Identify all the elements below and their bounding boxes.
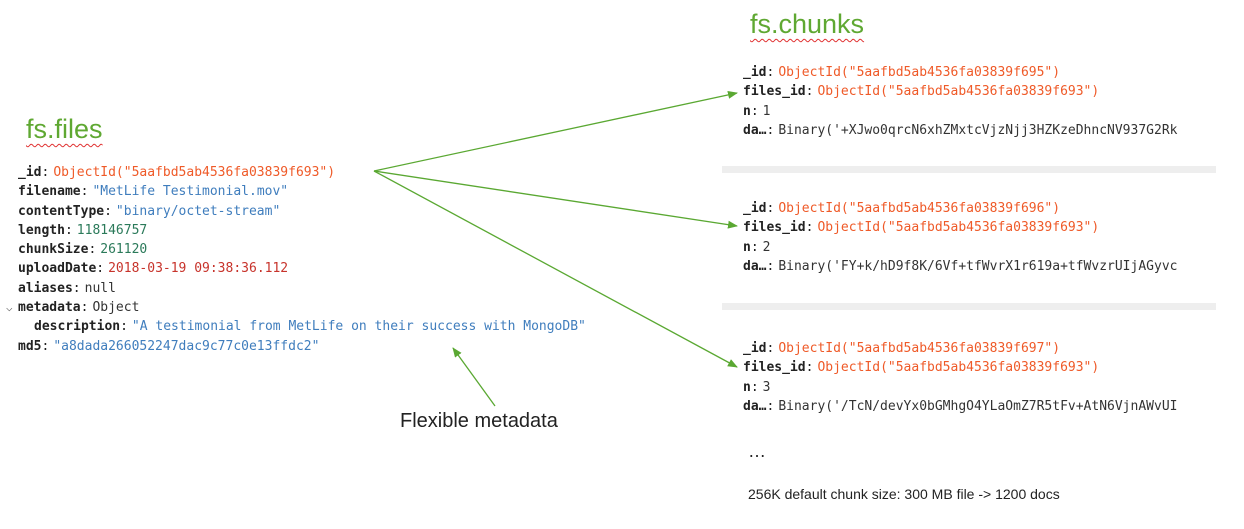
field-n: n:3: [743, 379, 771, 395]
arrow-to-chunk-3: [373, 170, 738, 368]
chunk-separator: [722, 303, 1216, 310]
field-key: n: [743, 379, 751, 395]
field-key: description: [34, 319, 121, 335]
field-key: contentType: [18, 203, 105, 219]
field-value: Object: [92, 300, 140, 316]
field-key: da…: [743, 398, 767, 414]
field-key: chunkSize: [18, 242, 89, 258]
chunks-ellipsis: …: [748, 441, 766, 461]
field-key: md5: [18, 338, 42, 354]
field-key: _id: [743, 341, 767, 356]
field-value: ObjectId("5aafbd5ab4536fa03839f693"): [817, 84, 1100, 100]
field-value: 118146757: [76, 222, 148, 238]
chunk-size-note: 256K default chunk size: 300 MB file -> …: [748, 486, 1060, 502]
field-key: files_id: [743, 84, 806, 100]
chunk-document-3: _id:ObjectId("5aafbd5ab4536fa03839f697")…: [743, 339, 1215, 416]
field-files-id: files_id:ObjectId("5aafbd5ab4536fa03839f…: [743, 220, 1100, 236]
field-value: null: [84, 280, 116, 296]
chunk-separator: [722, 166, 1216, 173]
field-n: n:2: [743, 239, 771, 255]
field-chunksize: chunkSize:261120: [18, 242, 148, 258]
field-key: metadata: [18, 300, 81, 316]
field-value: Binary('FY+k/hD9f8K/6Vf+tfWvrX1r619a+tfW…: [778, 258, 1178, 274]
field-value: ObjectId("5aafbd5ab4536fa03839f693"): [817, 220, 1100, 236]
field-id: _id:ObjectId("5aafbd5ab4536fa03839f697"): [743, 341, 1061, 356]
field-key: files_id: [743, 220, 806, 236]
field-key: filename: [18, 184, 81, 200]
field-value: ObjectId("5aafbd5ab4536fa03839f695"): [778, 65, 1061, 80]
field-value: "a8dada266052247dac9c77c0e13ffdc2": [53, 338, 320, 354]
field-value: ObjectId("5aafbd5ab4536fa03839f696"): [778, 201, 1061, 216]
field-metadata[interactable]: ⌵metadata:Object: [6, 298, 586, 317]
field-key: uploadDate: [18, 261, 97, 277]
chevron-down-icon[interactable]: ⌵: [6, 301, 13, 315]
field-files-id: files_id:ObjectId("5aafbd5ab4536fa03839f…: [743, 84, 1100, 100]
field-data: da…:Binary('/TcN/devYx0bGMhgO4YLaOmZ7R5t…: [743, 398, 1178, 414]
field-value: ObjectId("5aafbd5ab4536fa03839f693"): [817, 360, 1100, 376]
field-id: _id:ObjectId("5aafbd5ab4536fa03839f695"): [743, 65, 1061, 80]
field-md5: md5:"a8dada266052247dac9c77c0e13ffdc2": [18, 338, 320, 354]
arrow-to-chunk-2: [373, 170, 738, 229]
field-value: Binary('/TcN/devYx0bGMhgO4YLaOmZ7R5tFv+A…: [778, 398, 1178, 414]
field-key: length: [18, 222, 65, 238]
field-files-id: files_id:ObjectId("5aafbd5ab4536fa03839f…: [743, 360, 1100, 376]
field-key: n: [743, 239, 751, 255]
field-key: _id: [18, 165, 42, 180]
arrow-to-metadata: [452, 347, 496, 407]
field-filename: filename:"MetLife Testimonial.mov": [18, 184, 289, 200]
arrow-to-chunk-1: [373, 90, 738, 172]
field-value: "A testimonial from MetLife on their suc…: [131, 319, 586, 335]
field-key: files_id: [743, 360, 806, 376]
chunk-document-1: _id:ObjectId("5aafbd5ab4536fa03839f695")…: [743, 63, 1215, 140]
field-value: ObjectId("5aafbd5ab4536fa03839f697"): [778, 341, 1061, 356]
field-contenttype: contentType:"binary/octet-stream": [18, 203, 281, 219]
field-description: description:"A testimonial from MetLife …: [34, 319, 586, 335]
field-data: da…:Binary('FY+k/hD9f8K/6Vf+tfWvrX1r619a…: [743, 258, 1178, 274]
field-uploaddate: uploadDate:2018-03-19 09:38:36.112: [18, 261, 289, 277]
field-value: Binary('+XJwo0qrcN6xhZMxtcVjzNjj3HZKzeDh…: [778, 122, 1178, 138]
fs-files-title: fs.files: [26, 114, 103, 144]
field-key: _id: [743, 201, 767, 216]
field-value: "MetLife Testimonial.mov": [92, 184, 289, 200]
chunk-document-2: _id:ObjectId("5aafbd5ab4536fa03839f696")…: [743, 199, 1215, 276]
field-id: _id:ObjectId("5aafbd5ab4536fa03839f696"): [743, 201, 1061, 216]
field-key: da…: [743, 258, 767, 274]
fs-chunks-title: fs.chunks: [750, 9, 865, 39]
field-value: 261120: [100, 242, 148, 258]
field-key: _id: [743, 65, 767, 80]
field-n: n:1: [743, 103, 771, 119]
flexible-metadata-label: Flexible metadata: [400, 410, 558, 432]
field-value: 2: [762, 239, 771, 255]
fs-files-document: _id:ObjectId("5aafbd5ab4536fa03839f693")…: [6, 163, 586, 356]
field-aliases: aliases:null: [18, 280, 116, 296]
field-length: length:118146757: [18, 222, 148, 238]
field-value: "binary/octet-stream": [115, 203, 281, 219]
field-key: n: [743, 103, 751, 119]
field-value: 2018-03-19 09:38:36.112: [108, 261, 289, 277]
field-value: 1: [762, 103, 771, 119]
field-id: _id:ObjectId("5aafbd5ab4536fa03839f693"): [18, 165, 336, 180]
field-key: aliases: [18, 280, 73, 296]
field-key: da…: [743, 122, 767, 138]
field-data: da…:Binary('+XJwo0qrcN6xhZMxtcVjzNjj3HZK…: [743, 122, 1178, 138]
field-value: ObjectId("5aafbd5ab4536fa03839f693"): [53, 165, 336, 180]
field-value: 3: [762, 379, 771, 395]
